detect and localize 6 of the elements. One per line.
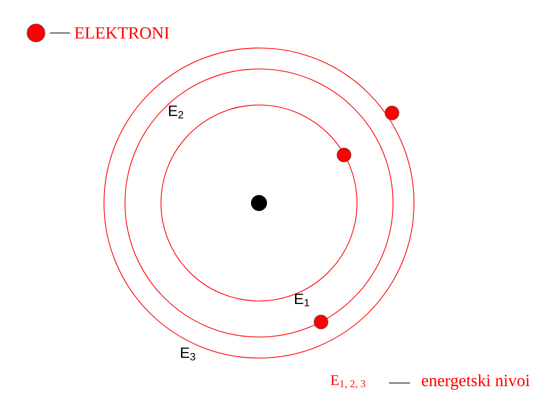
note-text: energetski nivoi <box>422 374 530 390</box>
orbit-label: E$_{3}$ <box>181 348 196 360</box>
legend-label: ELEKTRONI <box>74 27 169 39</box>
energy-levels-symbol: E$_{1, 2, 3}$ <box>330 375 366 389</box>
orbit-label: E$_{2}$ <box>169 106 184 118</box>
orbit-label: E$_{1}$ <box>295 294 310 306</box>
